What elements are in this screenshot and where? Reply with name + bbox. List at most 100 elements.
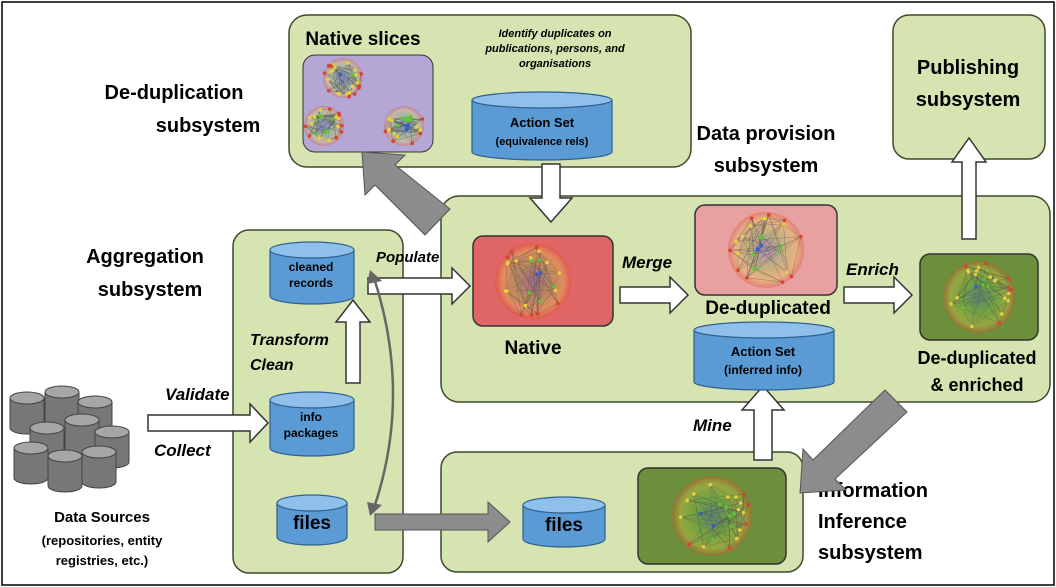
network-edge [976,270,1002,315]
network-node [354,73,358,77]
network-edge [976,270,1010,280]
network-edge [967,270,984,285]
network-node [732,511,736,516]
network-edge [332,64,362,74]
network-edge [336,125,342,138]
database-top [47,449,83,463]
populate-arrow [367,266,472,306]
database-top [64,413,100,427]
network-edge [529,292,532,316]
cylinder-body [471,100,613,161]
network-edge [339,62,348,94]
network-node [545,260,549,265]
network-node [339,130,344,134]
network-glow [728,212,804,288]
database-body [13,448,49,485]
network-node [414,125,419,129]
network-node [538,270,543,275]
cylinder-top [693,321,835,339]
network-edge [506,290,556,292]
enriched-label-1: De-duplicated [917,348,1036,368]
network-node [353,68,357,73]
network-node [320,115,325,119]
network-node [744,522,749,526]
network-edge [965,265,977,272]
database-body [81,452,117,489]
database-body [47,456,83,493]
network-edge [330,71,340,95]
dedup-title-2: subsystem [156,115,261,137]
network-edge [693,493,704,547]
network-node [334,136,339,140]
network-edge [309,117,338,127]
publishing-title-1: Publishing [917,57,1019,79]
network-node [556,301,560,306]
network-edge [389,119,394,142]
network-edge [971,263,987,327]
deduplicated-label: De-duplicated [705,298,831,319]
network-node [789,274,794,279]
network-glow [672,476,752,556]
network-node [391,139,395,144]
info-packages-line2: packages [284,426,339,440]
network-edge [735,225,751,242]
network-edge [516,246,537,262]
network-edge [319,118,333,139]
network-node [692,492,696,496]
network-node [782,218,787,223]
network-node [326,77,330,82]
cylinder-body [269,400,355,457]
network-edge [305,126,317,134]
cleaned-records-cylinder [269,241,355,305]
network-edge [730,245,782,251]
network-node [710,537,715,542]
network-node [746,502,751,507]
network-node [506,260,511,264]
inference-graph [672,476,752,556]
network-edge [950,286,976,305]
network-edge [978,267,996,281]
network-node [737,528,742,532]
network-edge [347,62,353,75]
merge-label: Merge [622,253,672,272]
native-slices-label: Native slices [305,29,420,50]
network-node [738,501,743,505]
network-edge [968,271,1000,324]
network-edge [735,497,737,539]
network-edge [1001,300,1009,315]
network-edge [710,484,713,540]
network-edge [680,507,727,518]
network-edge [760,218,766,236]
network-edge [978,267,995,281]
network-node [310,121,314,126]
network-node [766,213,771,217]
provision-title-1: Data provision [697,123,836,145]
network-edge [783,223,788,273]
data-sources-databases-icon [9,385,130,493]
network-edge [968,271,976,287]
network-edge [1008,290,1012,301]
network-edge [744,494,749,505]
files-inference-cylinder [522,496,606,548]
network-edge [537,286,554,314]
network-edge [737,218,764,271]
database-top [77,395,113,409]
network-edge [737,218,766,254]
network-edge [536,246,556,291]
network-edge [516,251,539,262]
network-edge [951,287,1009,305]
network-edge [737,245,782,254]
equivalence-to-native-arrow [528,163,574,224]
network-node [964,264,968,268]
network-edge [737,249,758,271]
network-node [976,265,981,270]
network-edge [506,291,532,316]
cylinder-body [522,505,606,548]
network-edge [508,262,532,316]
network-edge [347,62,357,76]
network-node [973,272,978,277]
network-edge [680,516,714,527]
network-edge [768,214,788,273]
network-edge [956,270,969,298]
network-edge [986,263,1010,280]
